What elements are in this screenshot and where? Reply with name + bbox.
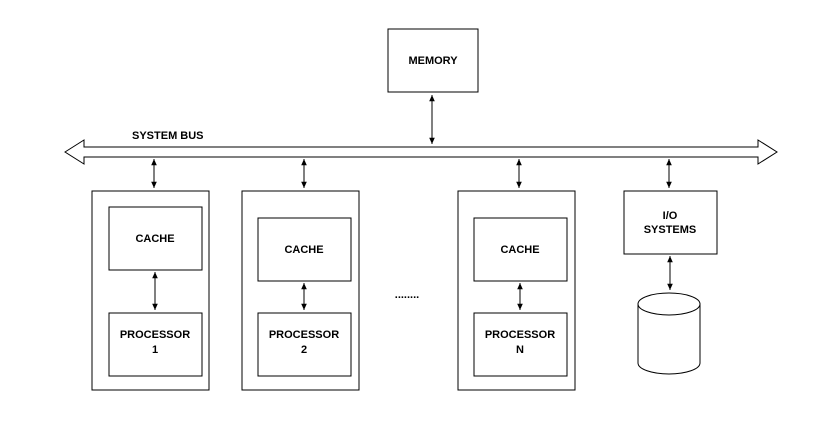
processor-box-n — [473, 312, 568, 377]
io-systems-box — [623, 190, 718, 255]
processor-box-2 — [257, 312, 352, 377]
system-bus-label: SYSTEM BUS — [132, 130, 204, 142]
processor-number-1: 1 — [152, 344, 158, 356]
processor-label-n: PROCESSOR — [485, 329, 555, 341]
system-bus-arrow — [64, 139, 778, 165]
cache-label-1: CACHE — [135, 233, 174, 245]
memory-label: MEMORY — [408, 55, 458, 67]
ellipsis: ........ — [395, 289, 419, 301]
processor-number-n: N — [516, 344, 524, 356]
cache-box-2 — [257, 217, 352, 282]
io-label-line2: SYSTEMS — [644, 224, 697, 236]
memory-box — [387, 28, 479, 93]
processor-number-2: 2 — [301, 344, 307, 356]
cache-box-n — [473, 217, 568, 282]
cache-box-1 — [108, 206, 203, 271]
processor-label-1: PROCESSOR — [120, 329, 190, 341]
processor-label-2: PROCESSOR — [269, 329, 339, 341]
disk-cylinder-icon — [637, 292, 701, 375]
io-label-line1: I/O — [663, 210, 678, 222]
cache-label-2: CACHE — [284, 244, 323, 256]
cache-label-n: CACHE — [500, 244, 539, 256]
processor-box-1 — [108, 312, 203, 377]
